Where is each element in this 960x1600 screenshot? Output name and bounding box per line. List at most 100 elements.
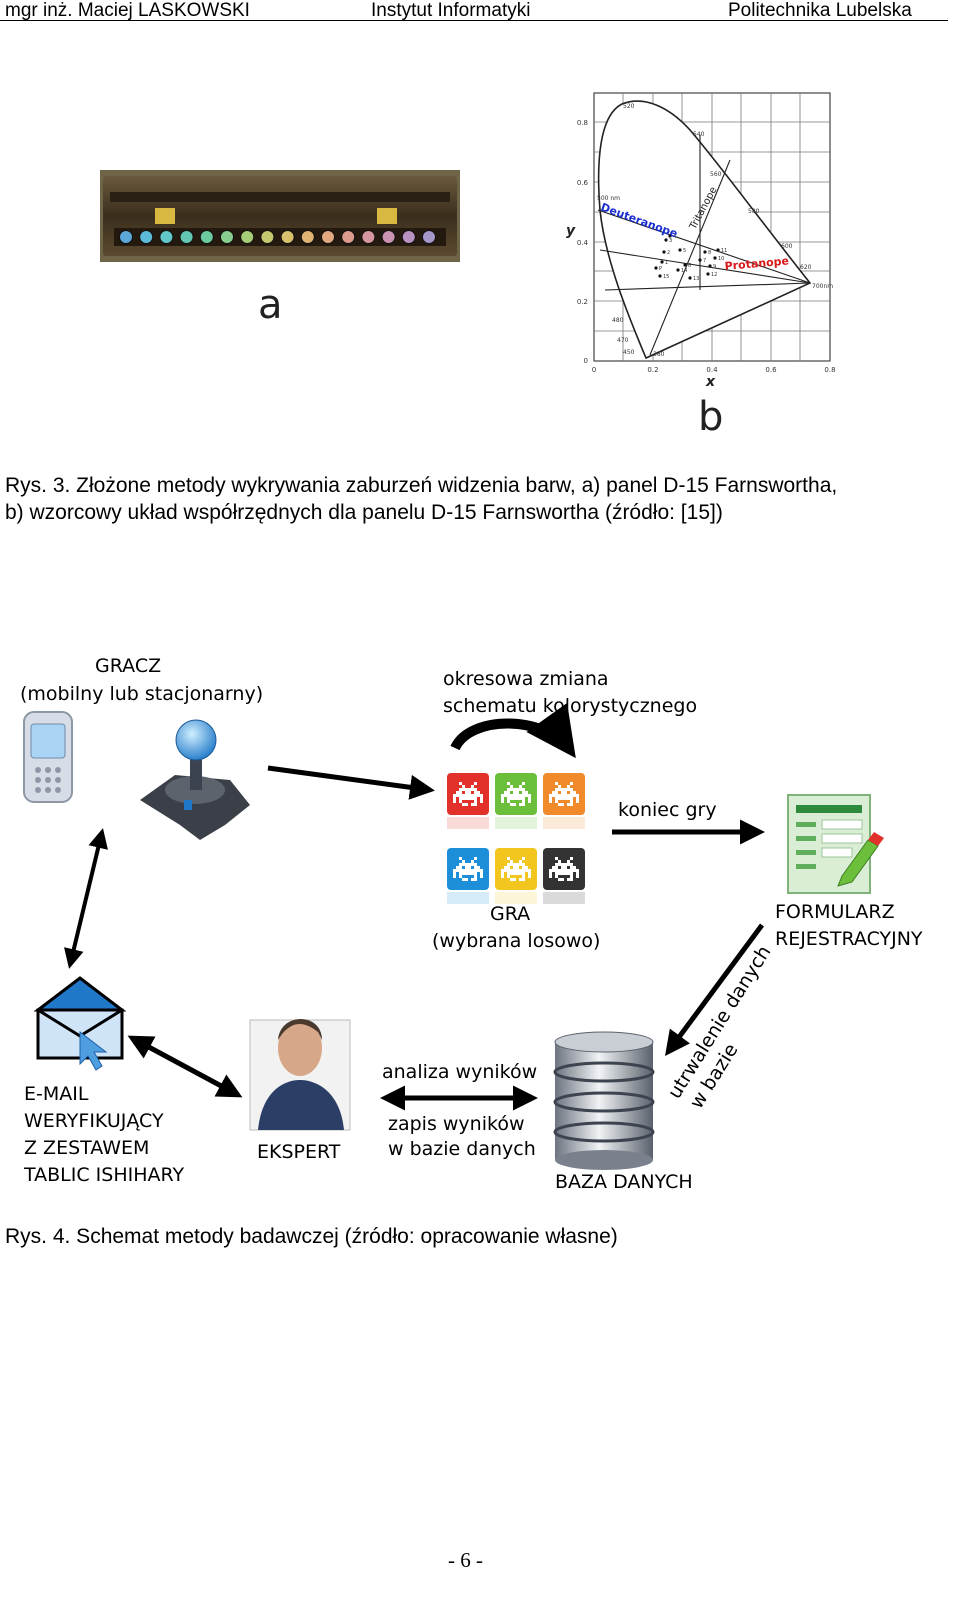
chart-point-label: 15: [663, 274, 669, 280]
page-header: mgr inż. Maciej LASKOWSKI Instytut Infor…: [0, 0, 960, 22]
figure3-label-a: a: [258, 282, 283, 328]
color-cap: [159, 230, 174, 244]
wavelength-label: 600: [781, 243, 793, 250]
arrow-scheme-change: [450, 702, 576, 759]
color-cap: [321, 230, 335, 244]
wavelength-label: 700nm: [812, 283, 833, 290]
x-tick-label: 0.8: [824, 366, 835, 374]
analysis-label: analiza wyników: [382, 1061, 537, 1083]
chart-point: [688, 276, 692, 280]
header-university: Politechnika Lubelska: [728, 0, 912, 21]
chart-point-label: P: [659, 266, 662, 272]
joystick-icon: [140, 719, 250, 840]
yellow-invader-icon: [495, 848, 537, 904]
chart-point: [664, 238, 668, 242]
color-cap: [280, 230, 295, 244]
scheme-change-sublabel: schematu kolorystycznego: [443, 695, 697, 717]
y-tick-label: 0.4: [577, 239, 589, 247]
database-icon: [553, 1031, 655, 1170]
chart-point: [662, 250, 666, 254]
wavelength-label: 500 nm: [597, 195, 620, 202]
player-label: GRACZ: [95, 655, 161, 677]
wavelength-label: 520: [623, 103, 635, 110]
chart-point: [713, 256, 717, 260]
save-results-sublabel: w bazie danych: [388, 1138, 536, 1160]
header-author: mgr inż. Maciej LASKOWSKI: [5, 0, 250, 21]
protanope-label: Protanope: [724, 254, 789, 273]
chart-point-label: 3: [669, 238, 672, 244]
x-axis-label: x: [705, 374, 716, 390]
color-cap: [300, 230, 315, 244]
chart-point: [660, 260, 664, 264]
registration-form-icon: [787, 794, 884, 894]
color-cap: [119, 230, 133, 244]
chart-point-label: 7: [703, 258, 706, 264]
arrow-email-expert: [127, 1035, 243, 1098]
chart-point: [658, 274, 662, 278]
chart-point-label: 6: [688, 263, 691, 269]
y-tick-label: 0.6: [577, 179, 589, 187]
chart-point: [654, 266, 658, 270]
y-tick-label: 0.2: [577, 298, 588, 306]
chart-point-label: 10: [718, 256, 724, 262]
wavelength-label: 580: [748, 208, 760, 215]
color-cap: [240, 230, 255, 244]
blue-invader-icon: [447, 848, 489, 904]
wavelength-label: 560: [710, 171, 722, 178]
email-sublabel-2: Z ZESTAWEM: [24, 1137, 149, 1159]
chart-point: [708, 264, 712, 268]
color-cap: [361, 230, 376, 244]
color-caps: [119, 230, 436, 244]
page-number: - 6 -: [448, 1548, 483, 1572]
x-tick-label: 0.4: [706, 366, 718, 374]
player-sublabel: (mobilny lub stacjonarny): [20, 683, 263, 705]
chart-point-label: 8: [708, 250, 711, 256]
figure3-caption-line1: Rys. 3. Złożone metody wykrywania zaburz…: [5, 474, 838, 497]
email-sublabel-1: WERYFIKUJĄCY: [24, 1110, 164, 1132]
chart-point: [668, 234, 672, 238]
x-tick-label: 0.2: [647, 366, 658, 374]
color-cap: [260, 230, 275, 244]
chart-point-label: 2: [667, 250, 670, 256]
wavelength-label: 380: [653, 351, 665, 358]
chart-point: [683, 263, 687, 267]
expert-label: EKSPERT: [257, 1141, 341, 1163]
d15-panel-photo: [100, 170, 460, 262]
chart-point-label: 14: [681, 268, 687, 274]
chart-point-label: 11: [721, 248, 727, 254]
game-sublabel: (wybrana losowo): [432, 930, 600, 952]
email-sublabel-3: TABLIC ISHIHARY: [23, 1164, 184, 1186]
wavelength-label: 450: [623, 349, 635, 356]
form-sublabel: REJESTRACYJNY: [775, 928, 923, 950]
wavelength-label: 540: [693, 131, 705, 138]
chart-point: [676, 268, 680, 272]
game-label: GRA: [490, 903, 530, 925]
chart-point-label: 1: [665, 260, 668, 266]
chart-point: [716, 248, 720, 252]
research-method-diagram: GRACZ (mobilny lub stacjonarny) okresowa…: [20, 655, 923, 1193]
figure3-caption-line2: b) wzorcowy układ współrzędnych dla pane…: [5, 501, 723, 524]
email-label: E-MAIL: [24, 1083, 89, 1105]
chart-point-label: 4: [673, 234, 676, 240]
chart-point-label: 12: [711, 272, 717, 278]
scheme-change-label: okresowa zmiana: [443, 668, 609, 690]
color-cap: [341, 230, 356, 244]
color-cap: [381, 230, 396, 244]
color-cap: [139, 230, 154, 244]
header-institute: Instytut Informatyki: [371, 0, 531, 21]
wavelength-label: 480: [612, 317, 624, 324]
y-tick-label: 0.8: [577, 119, 588, 127]
color-cap: [422, 230, 436, 244]
save-results-label: zapis wyników: [388, 1113, 525, 1135]
x-tick-label: 0: [592, 366, 596, 374]
chart-point: [678, 248, 682, 252]
mobile-phone-icon: [23, 711, 73, 803]
arrow-player-to-game: [267, 765, 435, 800]
figure4-caption: Rys. 4. Schemat metody badawczej (źródło…: [5, 1225, 618, 1248]
x-tick-label: 0.6: [765, 366, 777, 374]
y-tick-label: 0: [584, 357, 588, 365]
chart-point: [706, 272, 710, 276]
color-cap: [220, 230, 234, 244]
